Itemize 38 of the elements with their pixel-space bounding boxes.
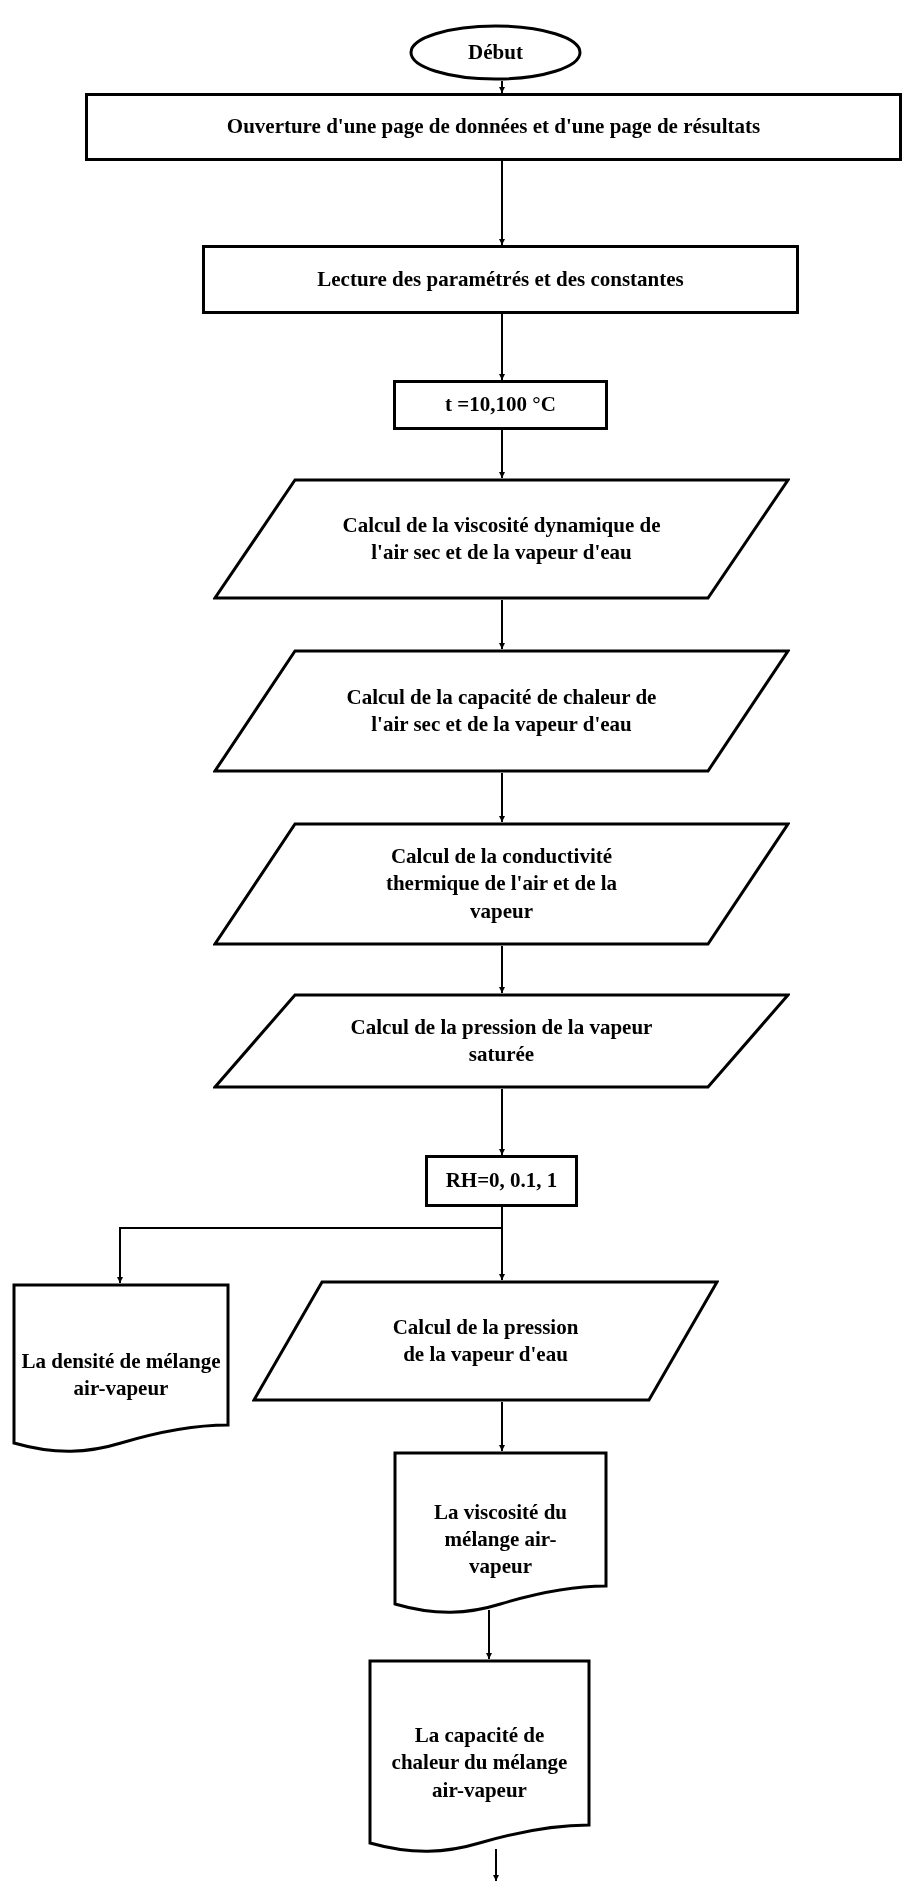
arrow <box>499 945 505 994</box>
arrow <box>499 1088 505 1156</box>
node-label: La viscosité du mélange air-vapeur <box>433 1498 568 1581</box>
process-box <box>202 245 799 314</box>
arrow <box>499 1401 505 1452</box>
process-box <box>85 93 902 161</box>
document-shape <box>12 1283 230 1455</box>
node-label: Lecture des paramétrés et des constantes <box>316 265 685 293</box>
document-shape <box>393 1451 608 1616</box>
node-label: Calcul de la conductivité thermique de l'air et de la vapeur <box>384 843 619 925</box>
start-ellipse <box>409 24 582 81</box>
arrow <box>499 80 505 94</box>
process-box <box>425 1155 578 1207</box>
input-parallelogram <box>213 478 790 600</box>
arrow <box>499 772 505 823</box>
input-parallelogram <box>213 993 790 1089</box>
input-parallelogram <box>213 649 790 773</box>
process-box <box>393 380 608 430</box>
arrow <box>499 429 505 479</box>
arrow <box>499 160 505 246</box>
node-label: RH=0, 0.1, 1 <box>444 1167 559 1195</box>
arrow <box>493 1848 499 1882</box>
node-label: Calcul de la viscosité dynamique de l'air sec et de la vapeur d'eau <box>341 511 662 566</box>
input-parallelogram <box>213 822 790 946</box>
arrow <box>499 313 505 381</box>
node-label: Calcul de la pression de la vapeur saturée <box>349 1013 654 1068</box>
node-label: La capacité de chaleur du mélange air-vapeur <box>390 1722 569 1804</box>
node-label: t =10,100 °C <box>444 391 557 419</box>
arrow <box>499 599 505 650</box>
node-label: Calcul de la pression de la vapeur d'eau <box>391 1313 580 1368</box>
arrow <box>486 1609 492 1660</box>
arrow <box>499 1206 505 1281</box>
node-label: Calcul de la capacité de chaleur de l'air sec et de la vapeur d'eau <box>346 683 657 738</box>
node-label: La densité de mélange air-vapeur <box>21 1347 221 1402</box>
node-label: Début <box>467 38 524 66</box>
input-parallelogram <box>252 1280 719 1402</box>
node-label: Ouverture d'une page de données et d'une page de résultats <box>225 113 762 141</box>
document-shape <box>368 1659 591 1855</box>
